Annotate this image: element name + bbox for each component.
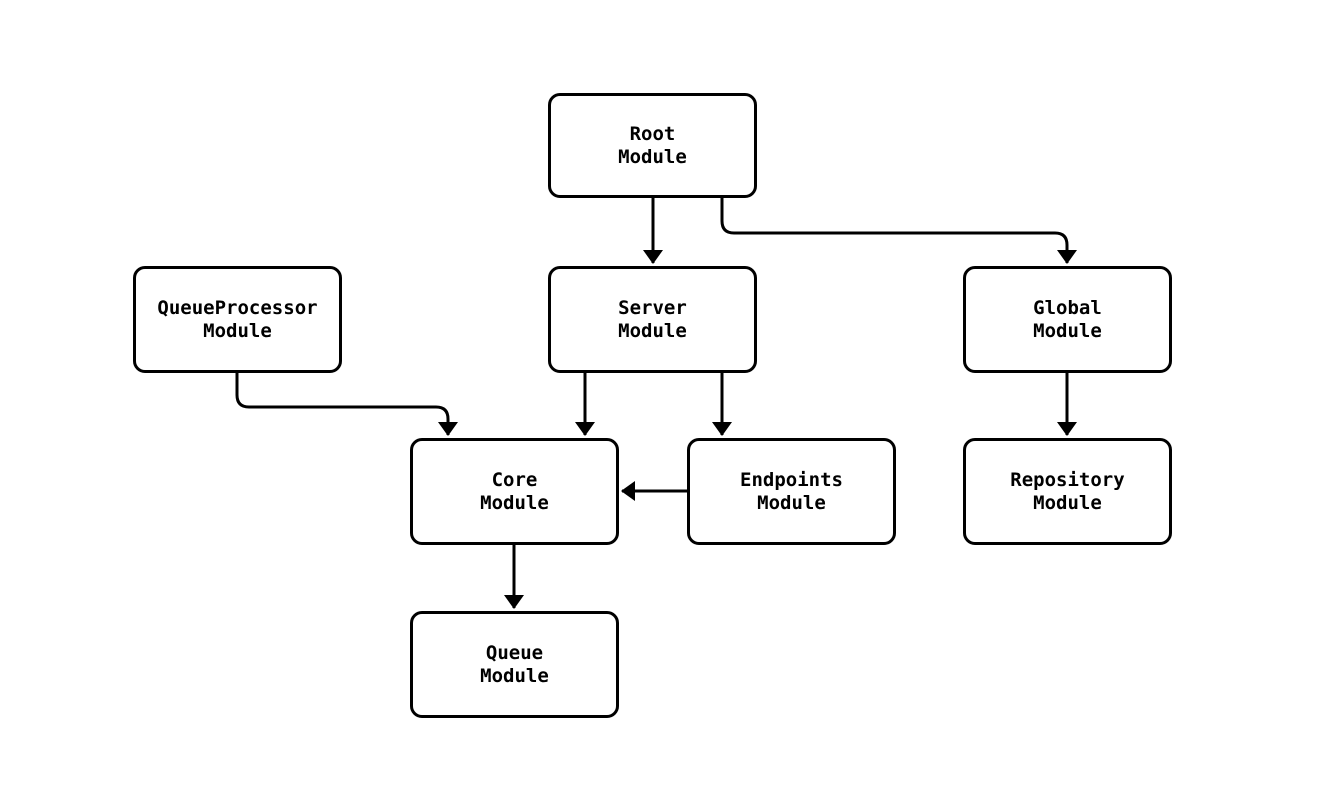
node-root-module: Root Module — [548, 93, 757, 198]
node-endpoints-module-label: Endpoints Module — [740, 468, 843, 514]
node-repository-module-label: Repository Module — [1010, 468, 1125, 514]
node-queue-module: Queue Module — [410, 611, 619, 718]
node-core-module-label: Core Module — [480, 468, 549, 514]
node-server-module: Server Module — [548, 266, 757, 373]
node-global-module-label: Global Module — [1033, 296, 1102, 342]
node-root-module-label: Root Module — [618, 122, 687, 168]
edge-root-to-global — [720, 198, 1077, 264]
node-queue-module-label: Queue Module — [480, 641, 549, 687]
node-endpoints-module: Endpoints Module — [687, 438, 896, 545]
node-repository-module: Repository Module — [963, 438, 1172, 545]
node-global-module: Global Module — [963, 266, 1172, 373]
node-core-module: Core Module — [410, 438, 619, 545]
node-queueprocessor-module: QueueProcessor Module — [133, 266, 342, 373]
node-queueprocessor-module-label: QueueProcessor Module — [157, 296, 318, 342]
node-server-module-label: Server Module — [618, 296, 687, 342]
edge-queueprocessor-to-core — [235, 373, 458, 436]
